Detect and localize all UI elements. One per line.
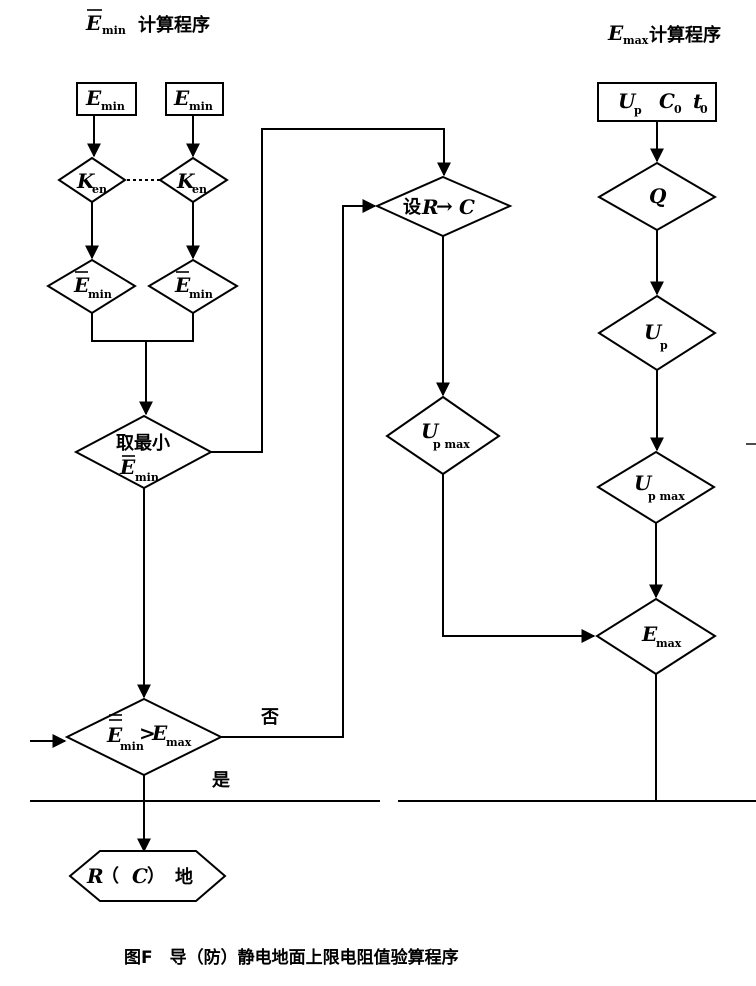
take-minimum-decision: 取最小 E min xyxy=(73,414,214,490)
emin-box-2-subscript: min xyxy=(189,100,213,113)
result-paren-close: ） xyxy=(147,866,165,887)
result-symbol-r: R xyxy=(86,864,104,888)
compare-left-symbol: E xyxy=(106,723,123,747)
ebar-min-1-subscript: min xyxy=(88,288,112,301)
q-symbol: Q xyxy=(649,184,667,208)
up-decision: U p xyxy=(597,294,717,372)
ebar-min-1-symbol: E xyxy=(73,273,90,297)
up-subscript: p xyxy=(660,339,668,352)
ken-1-subscript: en xyxy=(92,183,107,196)
set-rc-symbol-r: R xyxy=(421,195,439,219)
input-parameters-box: U p C 0 t 0 xyxy=(597,82,717,122)
compare-right-subscript: max xyxy=(166,736,192,749)
figure-caption: 图F 导（防）静电地面上限电阻值验算程序 xyxy=(124,947,459,968)
yes-branch-label: 是 xyxy=(211,770,230,791)
emax-subscript: max xyxy=(656,637,682,650)
left-program-title: E min 计算程序 xyxy=(85,9,210,37)
ebar-min-2-subscript: min xyxy=(189,288,213,301)
compare-right-symbol: E xyxy=(151,721,168,745)
up-max-right-symbol: U xyxy=(634,471,653,495)
q-decision: Q xyxy=(597,161,717,232)
set-rc-arrow: → xyxy=(436,194,453,218)
up-max-mid-symbol: U xyxy=(421,419,440,443)
set-rc-symbol-c: C xyxy=(459,195,475,219)
compare-operator: > xyxy=(139,721,156,745)
input-u-subscript: p xyxy=(634,104,642,117)
emin-box-1-symbol: E xyxy=(85,86,102,110)
ebar-min-decision-1: E min xyxy=(46,258,137,315)
input-t-symbol: t xyxy=(693,89,703,113)
set-rc-prefix: 设 xyxy=(403,197,421,218)
ken-decision-1: K en xyxy=(57,156,127,204)
result-paren-open: （ xyxy=(101,866,119,887)
set-r-c-decision: 设 R → C xyxy=(374,175,513,238)
no-branch-label: 否 xyxy=(260,707,279,728)
input-t-subscript: 0 xyxy=(700,103,708,116)
result-symbol-c: C xyxy=(132,864,148,888)
up-max-mid-subscript: p max xyxy=(433,438,470,451)
emax-symbol: E xyxy=(641,622,658,646)
take-min-subscript: min xyxy=(135,471,159,484)
emax-decision: E max xyxy=(595,597,717,676)
right-title-symbol: E xyxy=(607,21,624,45)
emin-box-2-symbol: E xyxy=(173,86,190,110)
input-c-subscript: 0 xyxy=(674,103,682,116)
right-title-text: 计算程序 xyxy=(649,24,721,46)
up-symbol: U xyxy=(644,320,663,344)
compare-left-subscript: min xyxy=(120,740,144,753)
compare-decision: E min > E max xyxy=(64,697,224,777)
left-title-text: 计算程序 xyxy=(138,14,210,36)
input-u-symbol: U xyxy=(618,89,637,113)
result-text: 地 xyxy=(175,866,193,888)
result-node: R （ C ） 地 xyxy=(68,850,227,902)
ken-2-symbol: K xyxy=(176,169,196,193)
up-max-right-subscript: p max xyxy=(648,490,685,503)
right-title-subscript: max xyxy=(623,34,649,47)
up-max-decision-right: U p max xyxy=(596,450,716,525)
take-min-symbol: E xyxy=(119,455,136,479)
ken-decision-2: K en xyxy=(158,156,229,204)
emin-input-box-1: E min xyxy=(76,82,137,116)
ebar-min-decision-2: E min xyxy=(147,258,239,315)
input-c-symbol: C xyxy=(659,89,675,113)
left-title-symbol: E xyxy=(85,11,102,35)
emin-box-1-subscript: min xyxy=(101,100,125,113)
right-program-title: E max 计算程序 xyxy=(607,21,721,47)
ebar-min-2-symbol: E xyxy=(174,273,191,297)
ken-1-symbol: K xyxy=(76,169,96,193)
ken-2-subscript: en xyxy=(192,183,207,196)
left-title-subscript: min xyxy=(102,24,126,37)
up-max-decision-middle: U p max xyxy=(385,395,501,476)
emin-input-box-2: E min xyxy=(165,82,224,116)
take-min-text: 取最小 xyxy=(116,433,170,454)
